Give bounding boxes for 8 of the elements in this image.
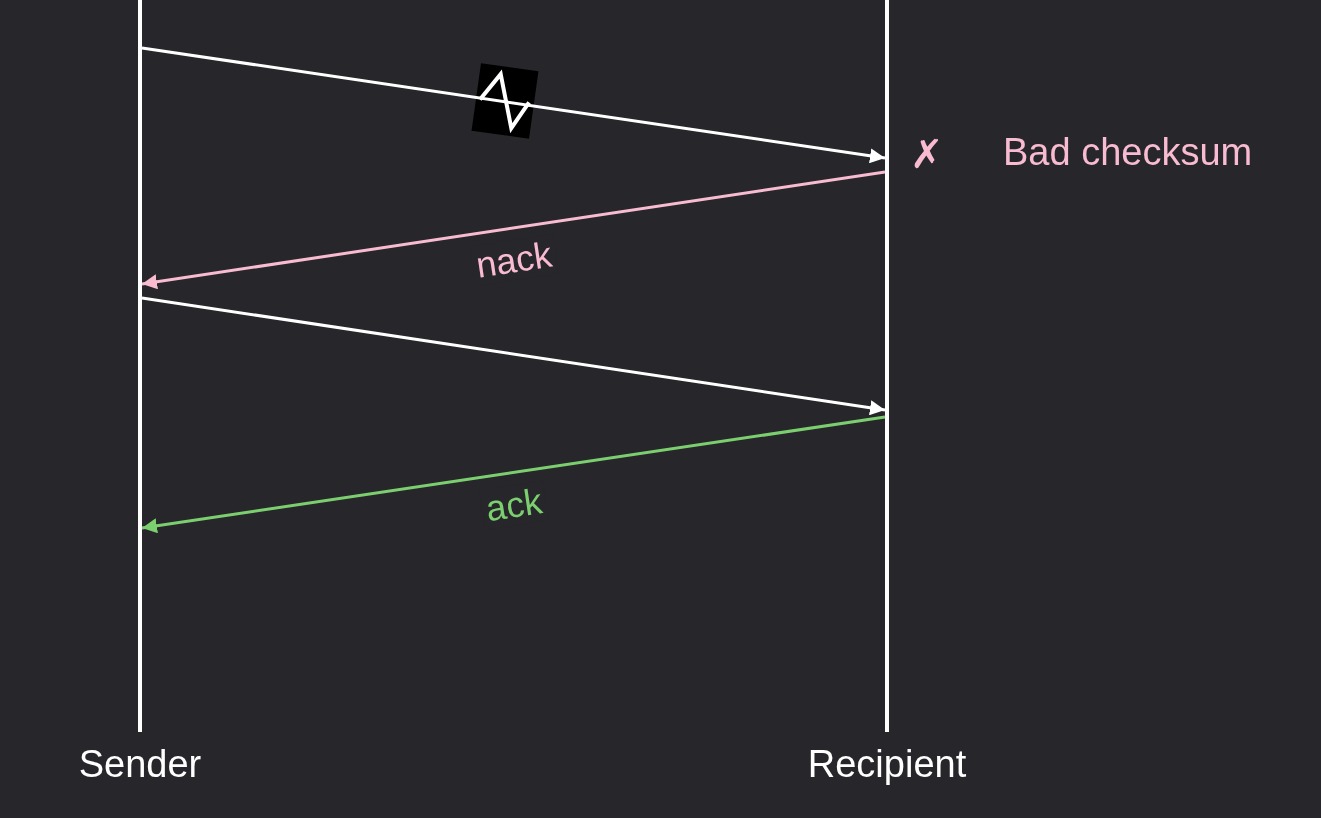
message-arrow [141,170,886,290]
note-text: Bad checksum [1003,130,1253,175]
message-arrow [141,46,886,164]
message-arrow [141,296,886,416]
lifeline-label: Sender [78,742,202,787]
message-arrow [141,415,886,534]
error-mark: ✗ [910,131,944,178]
lifeline-label: Recipient [807,742,967,787]
